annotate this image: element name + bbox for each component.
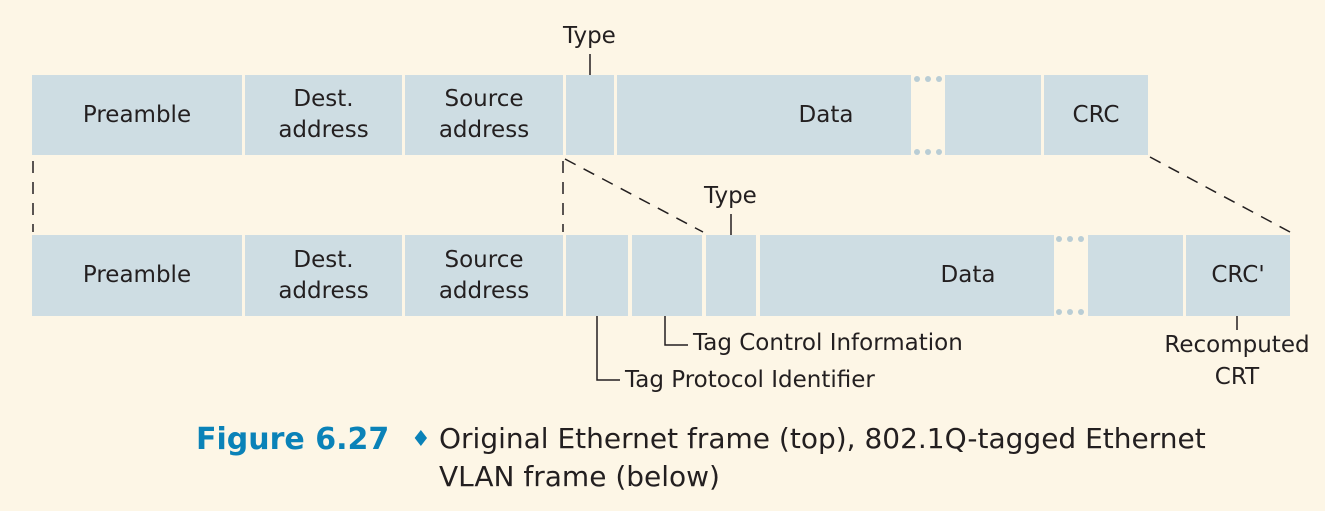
bottom-data-field: Data bbox=[760, 235, 1054, 316]
top-crc-field: CRC bbox=[1044, 75, 1148, 155]
top-dest-address-field: Dest. address bbox=[245, 75, 402, 155]
tag-protocol-callout bbox=[596, 308, 620, 381]
top-data-field: Data bbox=[617, 75, 911, 155]
bottom-dest-address-field: Dest. address bbox=[245, 235, 402, 316]
figure-number: Figure 6.27 bbox=[196, 422, 390, 457]
bottom-dest-line1: Dest. bbox=[293, 246, 354, 273]
tag-protocol-identifier-field bbox=[566, 235, 628, 316]
tag-control-callout bbox=[664, 306, 688, 346]
top-preamble-field: Preamble bbox=[32, 75, 242, 155]
top-crc-label: CRC bbox=[1072, 101, 1120, 128]
type-dashed-link bbox=[564, 158, 704, 233]
recomputed-line1: Recomputed bbox=[1164, 332, 1310, 358]
tag-control-information-label: Tag Control Information bbox=[693, 330, 963, 356]
top-pad-field bbox=[945, 75, 1041, 155]
bottom-preamble-field: Preamble bbox=[32, 235, 242, 316]
bottom-crc-field: CRC' bbox=[1186, 235, 1290, 316]
bottom-source-line2: address bbox=[438, 277, 530, 304]
frame-diagram: Type Type Preamble Dest. address Source … bbox=[32, 23, 1316, 393]
bottom-source-line1: Source bbox=[444, 246, 524, 273]
tag-control-information-field bbox=[632, 235, 702, 316]
tag-protocol-identifier-label: Tag Protocol Identifier bbox=[625, 367, 875, 393]
bottom-ellipsis-upper bbox=[1053, 234, 1087, 244]
top-ellipsis-upper bbox=[911, 74, 945, 84]
top-dest-line1: Dest. bbox=[293, 86, 354, 112]
diamond-icon: ♦ bbox=[411, 427, 431, 452]
bottom-type-label: Type bbox=[704, 183, 757, 209]
bottom-source-address-field: Source address bbox=[405, 235, 563, 316]
crc-dashed-link bbox=[1149, 156, 1291, 233]
caption-text: Original Ethernet frame (top), 802.1Q-ta… bbox=[439, 422, 1206, 493]
bottom-data-label: Data bbox=[940, 262, 996, 288]
connector-lines bbox=[32, 54, 1291, 381]
top-type-field bbox=[566, 75, 614, 155]
bottom-pad-field bbox=[1088, 235, 1183, 316]
top-source-line1: Source bbox=[444, 86, 524, 112]
bottom-ellipsis-lower bbox=[1053, 307, 1087, 317]
top-ellipsis-lower bbox=[911, 147, 945, 157]
bottom-crc-label: CRC' bbox=[1211, 262, 1265, 288]
top-source-line2: address bbox=[438, 117, 530, 143]
top-preamble-label: Preamble bbox=[82, 101, 192, 128]
bottom-preamble-label: Preamble bbox=[82, 262, 192, 288]
top-dest-line2: address bbox=[278, 117, 369, 143]
top-data-label: Data bbox=[798, 101, 854, 128]
recomputed-line2: CRT bbox=[1214, 364, 1260, 390]
recomputed-crt-label: Recomputed CRT bbox=[1158, 329, 1316, 393]
bottom-type-field bbox=[706, 235, 756, 316]
bottom-dest-line2: address bbox=[278, 277, 369, 304]
top-type-label: Type bbox=[563, 23, 616, 49]
top-source-address-field: Source address bbox=[405, 75, 563, 155]
